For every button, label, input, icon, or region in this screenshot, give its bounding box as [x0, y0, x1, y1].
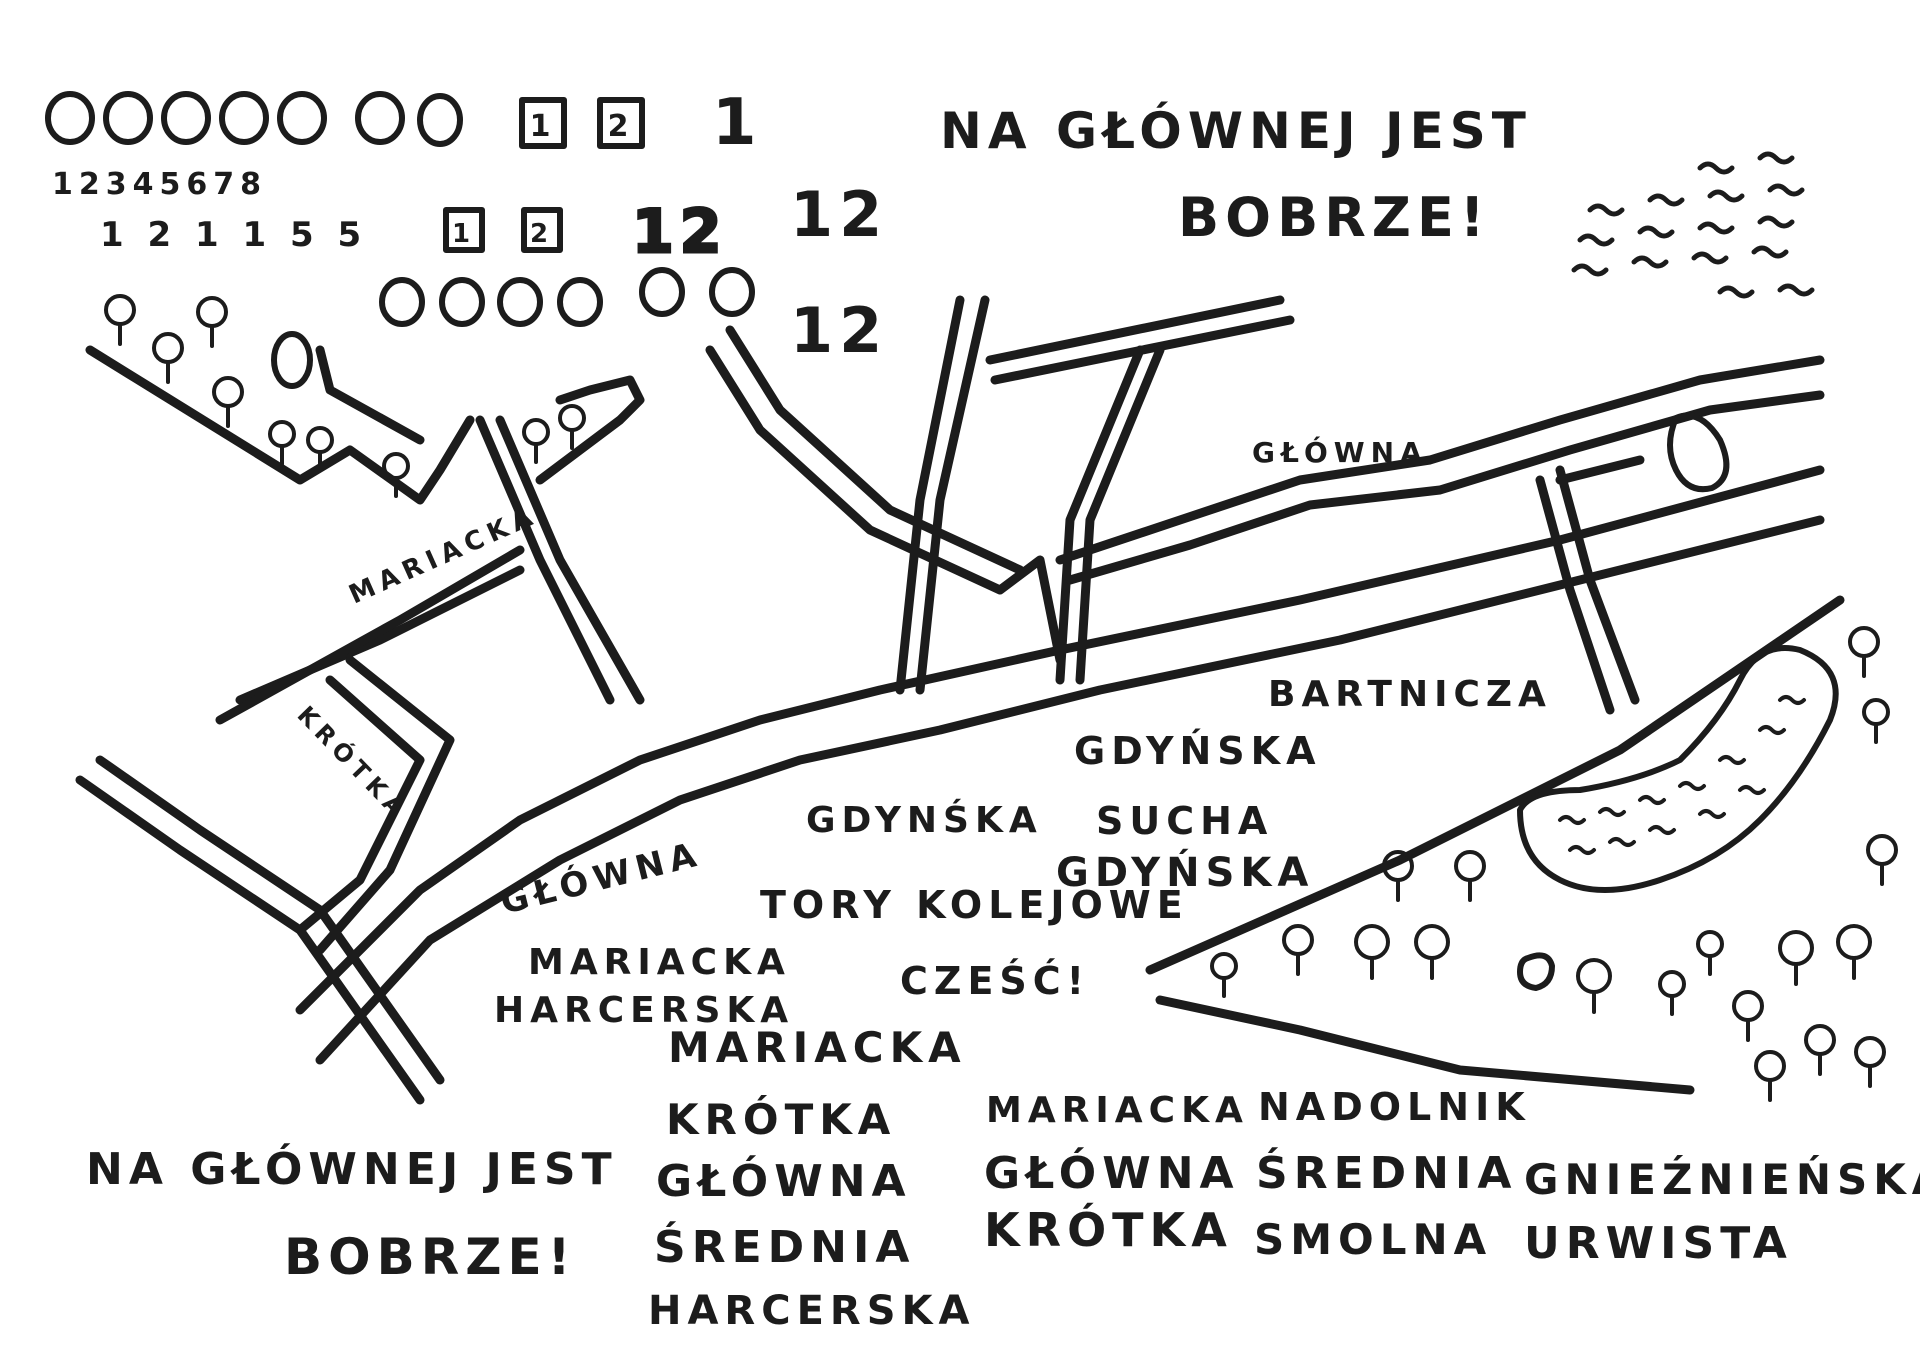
boxed-digit-2-small: 2	[521, 207, 563, 253]
label-czesc: CZEŚĆ!	[900, 959, 1090, 1003]
practice-circles-row1	[45, 91, 463, 147]
boxed-digit-1: 1	[519, 97, 567, 149]
column3-item-1: NADOLNIK	[1258, 1085, 1531, 1129]
lake-waves-icon	[1558, 695, 1806, 855]
big-digit-one: 1	[712, 86, 763, 160]
column2-item-1: MARIACKA	[986, 1090, 1249, 1131]
boxed-digit-2: 2	[597, 97, 645, 149]
list-mariacka: MARIACKA	[528, 942, 791, 983]
label-glowna-main: GŁÓWNA	[496, 833, 706, 923]
column3-item-3: SMOLNA	[1254, 1215, 1492, 1264]
road-glowna-main	[295, 465, 1825, 1065]
road-glowna-upper	[1055, 355, 1825, 585]
column1-item-3: GŁÓWNA	[656, 1154, 912, 1207]
road-left-diagonal	[75, 755, 445, 1105]
lake-small-icon	[1667, 412, 1730, 493]
label-glowna-top: GŁÓWNA	[1252, 435, 1428, 469]
slogan-top-line2: BOBRZE!	[1178, 186, 1490, 249]
column1-item-4: ŚREDNIA	[654, 1220, 915, 1273]
svg-text:1: 1	[452, 219, 476, 249]
svg-text:1: 1	[530, 109, 557, 144]
pond-small-icon	[1517, 952, 1555, 991]
column2-item-3: KRÓTKA	[984, 1203, 1233, 1257]
svg-text:2: 2	[530, 219, 554, 249]
big-twelve-1: 12	[790, 178, 888, 251]
digits-row: 12345678	[52, 167, 267, 202]
slogan-bottom-line1: NA GŁÓWNEJ JEST	[86, 1142, 618, 1195]
park-boundary	[85, 345, 645, 505]
label-gdynska-3: GDYŃSKA	[1056, 848, 1314, 896]
label-krotka: KRÓTKA	[292, 699, 416, 826]
road-krotka	[295, 655, 455, 955]
road-mariacka	[215, 415, 645, 725]
column1-item-1: MARIACKA	[668, 1023, 967, 1072]
numbers-row: 1 2 1 1 5 5	[100, 215, 367, 255]
slogan-bottom-line2: BOBRZE!	[284, 1228, 576, 1286]
column4-item-1: GNIEŹNIEŃSKA	[1524, 1154, 1920, 1204]
label-gdynska-2: GDYNŚKA	[806, 799, 1043, 841]
column3-item-2: ŚREDNIA	[1256, 1146, 1517, 1199]
lake-large-icon	[1517, 645, 1839, 893]
column1-item-2: KRÓTKA	[666, 1094, 896, 1144]
water-waves-icon	[1571, 151, 1815, 299]
big-twelve-2: 12	[790, 294, 888, 367]
label-gdynska-1: GDYŃSKA	[1074, 729, 1322, 773]
railway-tory-kolejowe	[1145, 595, 1845, 1095]
svg-text:2: 2	[608, 109, 635, 144]
practice-circles-row2	[379, 267, 755, 327]
slogan-top-line1: NA GŁÓWNEJ JEST	[940, 101, 1532, 160]
label-bartnicza: BARTNICZA	[1268, 674, 1552, 715]
column1-item-5: HARCERSKA	[648, 1288, 975, 1334]
column4-item-2: URWISTA	[1524, 1218, 1793, 1269]
boxed-digit-1-small: 1	[443, 207, 485, 253]
label-sucha: SUCHA	[1096, 799, 1273, 843]
tree-icons	[104, 294, 1898, 1102]
list-harcerska: HARCERSKA	[494, 990, 794, 1031]
road-bartnicza	[1535, 455, 1645, 715]
pond-icon	[271, 331, 313, 389]
road-north-connectors	[705, 295, 1295, 695]
column2-item-2: GŁÓWNA	[984, 1146, 1240, 1199]
label-tory-kolejowe: TORY KOLEJOWE	[760, 883, 1189, 927]
outline-twelve: 12	[632, 197, 728, 267]
